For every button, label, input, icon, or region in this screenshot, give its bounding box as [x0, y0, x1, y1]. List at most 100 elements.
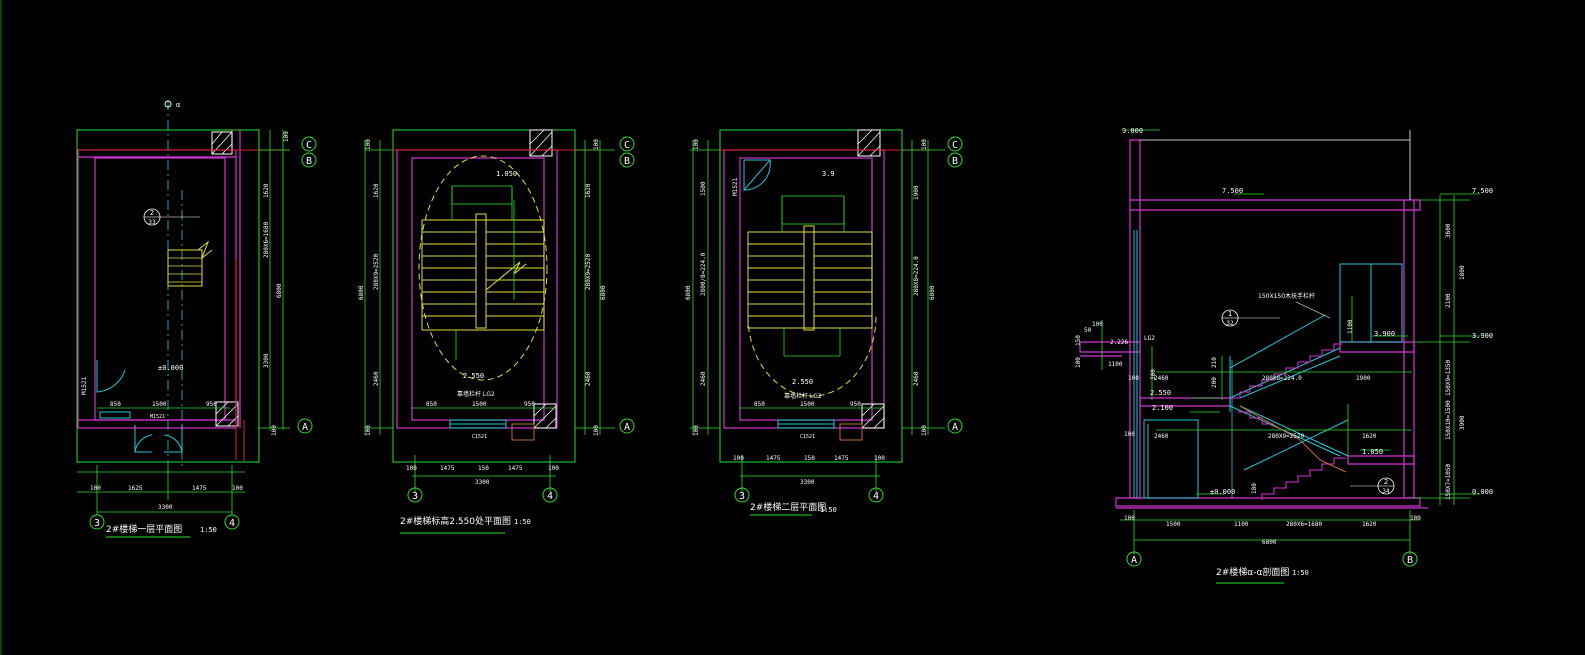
dim-text: 50: [1084, 327, 1092, 334]
dim-text: 1500: [800, 401, 815, 408]
detail-index-ref: 34: [1382, 488, 1390, 495]
dim-text: 1500: [152, 401, 167, 408]
axis-label: A: [302, 422, 308, 433]
dim-text: 1500: [472, 401, 487, 408]
axis-label: B: [1407, 555, 1413, 566]
axis-label: 4: [873, 491, 879, 502]
dim-text: 6800: [1262, 539, 1277, 546]
dim-text: 6800: [929, 285, 936, 300]
dim-text: 100: [1124, 431, 1135, 438]
dim-text: 2800/8=224.0: [700, 252, 707, 296]
level-label: ±0.000: [158, 364, 183, 372]
dim-text: 2460: [373, 371, 380, 386]
dim-text: 950: [524, 401, 535, 408]
dim-text: 100: [693, 139, 700, 150]
level-label: ±0.000: [1210, 488, 1235, 496]
dim-text: 100: [283, 131, 290, 142]
window-tag: C1521: [800, 434, 815, 440]
window-tag: C1521: [472, 434, 487, 440]
dim-text: 6800: [685, 285, 692, 300]
drawing-title: 2#楼梯一层平面图: [106, 523, 182, 535]
dim-text: 1500: [700, 181, 707, 196]
axis-label: 3: [739, 491, 745, 502]
dim-text: 100: [365, 425, 372, 436]
dim-text: 2460: [1154, 375, 1169, 382]
detail-index-number: 2: [150, 209, 154, 217]
axis-label: A: [1131, 555, 1137, 566]
dim-text: 100: [874, 455, 885, 462]
rail-label: 靠墙栏杆 LG2: [784, 392, 822, 400]
dim-text: 100: [1075, 357, 1082, 368]
dim-text: 950: [850, 401, 861, 408]
dim-text: 300: [1150, 369, 1157, 380]
dim-text: 1475: [766, 455, 781, 462]
dim-text: 150X9=1350: [1445, 359, 1452, 396]
dim-text: 100: [921, 139, 928, 150]
dim-text: 100: [593, 139, 600, 150]
axis-label: C: [952, 140, 958, 151]
dim-text: 280X9=2520: [585, 253, 592, 290]
dim-text: 1100: [1108, 361, 1123, 368]
dim-text: 3900: [1459, 415, 1466, 430]
detail-index-number: 2: [1384, 478, 1388, 486]
dim-text: 850: [110, 401, 121, 408]
dim-text: 100: [548, 465, 559, 472]
handrail-label: 150X150木扶手栏杆: [1258, 292, 1315, 300]
dim-text: 100: [90, 485, 101, 492]
dim-text: 1620: [1362, 521, 1377, 528]
dim-text: 280X6=1680: [263, 221, 270, 258]
detail-index-ref: 33: [148, 219, 156, 226]
dim-text: 100: [232, 485, 243, 492]
level-label: 3.9: [822, 170, 835, 178]
drawing-scale: 1:50: [820, 506, 837, 514]
dim-text: 150X7=1050: [1445, 463, 1452, 500]
dim-text: 210: [1211, 357, 1218, 368]
dim-text: 3300: [263, 353, 270, 368]
drawing-title: 2#楼梯二层平面图: [750, 501, 826, 513]
dim-text: 1475: [508, 465, 523, 472]
dim-text: 100: [365, 139, 372, 150]
axis-label: C: [306, 140, 312, 151]
dim-text: 1100: [1347, 319, 1354, 334]
axis-label: 4: [547, 491, 553, 502]
axis-label: 4: [229, 518, 235, 529]
level-label: 1.050: [496, 170, 517, 178]
dim-text: 950: [206, 401, 217, 408]
dim-text: 1475: [834, 455, 849, 462]
level-label: 7.500: [1472, 187, 1493, 195]
level-label: 1.050: [1362, 448, 1383, 456]
dim-text: 100: [406, 465, 417, 472]
dim-text: 1475: [440, 465, 455, 472]
dim-text: 1620: [1362, 433, 1377, 440]
dim-text: 2460: [585, 371, 592, 386]
dim-text: 2100: [1445, 293, 1452, 308]
dim-text: 100: [693, 425, 700, 436]
dim-text: 100: [921, 425, 928, 436]
dim-text: 100: [733, 455, 744, 462]
dim-text: 280X9=2520: [1268, 433, 1305, 440]
dim-text: 100: [1124, 515, 1135, 522]
dim-text: 3300: [800, 479, 815, 486]
axis-label: A: [624, 422, 630, 433]
window-tag: M1521: [150, 414, 165, 420]
level-label: 2.550: [463, 372, 484, 380]
level-label: 3.900: [1472, 332, 1493, 340]
dim-text: 280X8=224.0: [1262, 375, 1302, 382]
level-label: 2.550: [1150, 389, 1171, 397]
level-label: 7.500: [1222, 187, 1243, 195]
dim-text: 1900: [913, 185, 920, 200]
dim-text: 280X8=224.0: [913, 256, 920, 296]
level-label: 0.000: [1472, 488, 1493, 496]
plan-first-floor: C B A 3 4 α 2 33 ±0.000 M1521 M1521 100 …: [76, 100, 317, 538]
dim-text: 850: [426, 401, 437, 408]
dim-text: 280X9=2520: [373, 253, 380, 290]
axis-label: A: [952, 422, 958, 433]
drawing-title: 2#楼梯标高2.550处平面图: [400, 515, 511, 527]
dim-text: 100: [1092, 321, 1103, 328]
dim-text: 2460: [700, 371, 707, 386]
plan-mid-landing: C B A 3 4 1.050 2.550 靠墙栏杆 LG2 C1521 100…: [358, 129, 635, 534]
section-mark-label: α: [176, 101, 180, 109]
axis-label: B: [306, 156, 312, 167]
dim-text: 6800: [600, 285, 607, 300]
